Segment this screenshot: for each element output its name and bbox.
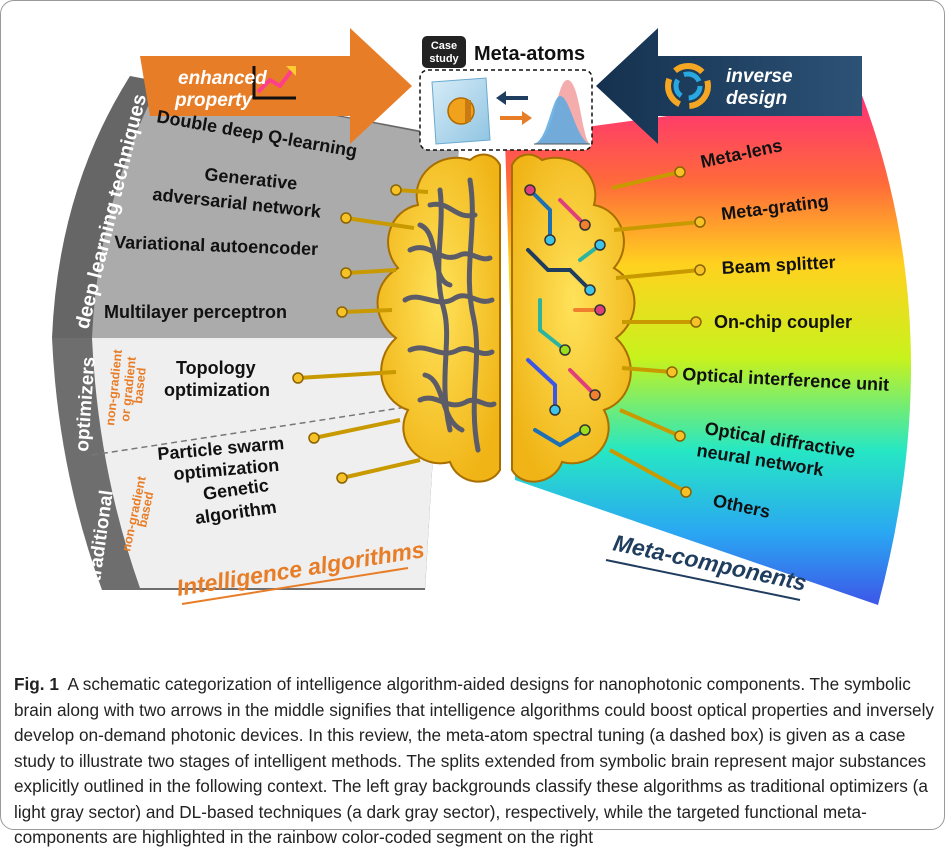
dl-sector <box>92 82 460 338</box>
sub-band-upper-3: based <box>131 367 149 404</box>
inverse-design-arrow <box>596 28 862 144</box>
spectrum-curves <box>534 79 590 145</box>
brain-left-hemisphere <box>376 153 501 483</box>
right-arrow-line2: design <box>726 88 787 109</box>
meta-atom-illustration <box>431 77 491 145</box>
dot-dqn <box>390 184 402 196</box>
item-on-chip-coupler: On-chip coupler <box>714 312 852 332</box>
dot-mlp <box>336 306 348 318</box>
item-mlp: Multilayer perceptron <box>104 302 287 322</box>
connector-pso <box>313 418 401 440</box>
connector-gan <box>345 216 415 230</box>
schematic-figure: enhanced property inverse design Case st… <box>52 28 911 605</box>
connector-mlp <box>341 308 393 314</box>
dot-vae <box>340 267 352 279</box>
dot-ga <box>336 472 348 484</box>
brain-right-hemisphere <box>511 153 636 483</box>
dot-pso <box>308 432 320 444</box>
direction-arrows <box>496 91 532 125</box>
connector-vae <box>345 268 397 275</box>
dot-topo <box>292 372 304 384</box>
connector-topo <box>297 370 397 380</box>
figure-caption: Fig. 1 A schematic categorization of int… <box>14 672 939 851</box>
left-arrow-line2: property <box>174 90 254 111</box>
bottom-right-underline <box>605 559 801 601</box>
case-study-line2: study <box>429 53 459 65</box>
dot-gan <box>340 212 352 224</box>
case-study-badge <box>422 36 466 68</box>
caption-text: A schematic categorization of intelligen… <box>14 674 935 847</box>
item-topo-2: optimization <box>164 380 270 400</box>
right-arrow-line1: inverse <box>726 66 793 87</box>
sub-band-upper-2: or gradient <box>118 355 139 422</box>
caption-label: Fig. 1 <box>14 674 59 694</box>
bottom-left-underline <box>181 567 409 605</box>
item-topo-1: Topology <box>176 358 256 378</box>
opt-divider <box>91 404 421 456</box>
left-arrow-line1: enhanced <box>178 68 267 89</box>
case-study-title: Meta-atoms <box>474 43 585 65</box>
enhanced-property-arrow <box>140 28 412 144</box>
opt-sector <box>92 338 440 588</box>
connector-ga <box>341 458 421 480</box>
case-study-line1: Case <box>431 40 457 52</box>
